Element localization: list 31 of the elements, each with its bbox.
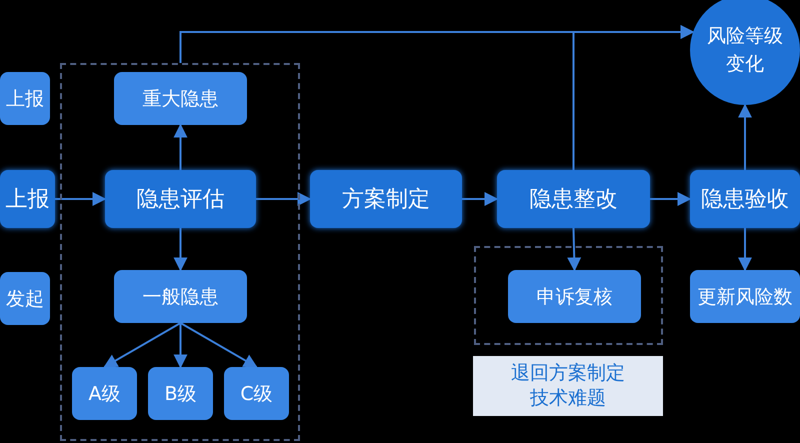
process-box: 一般隐患: [114, 270, 247, 323]
arrow: [55, 192, 106, 206]
process-box: 方案制定: [310, 170, 462, 228]
process-box: 申诉复核: [508, 270, 641, 323]
arrow: [103, 322, 181, 368]
process-box: 发起: [0, 272, 50, 325]
dashed-group-box: [60, 63, 300, 441]
process-box: 更新风险数: [690, 270, 800, 323]
arrow: [650, 192, 692, 206]
arrow: [174, 228, 188, 272]
process-box: A级: [72, 367, 137, 420]
arrow: [567, 228, 582, 272]
dashed-group-box: [474, 246, 663, 345]
process-box: 隐患验收: [690, 170, 800, 228]
arrow: [174, 323, 188, 368]
arrow: [180, 322, 258, 368]
process-box: 上报: [0, 170, 55, 228]
arrow: [572, 25, 694, 170]
process-box: C级: [224, 367, 289, 420]
process-box: 上报: [0, 72, 50, 125]
arrow: [256, 192, 312, 206]
process-box: 重大隐患: [114, 72, 247, 125]
process-box: 隐患整改: [497, 170, 650, 228]
arrow: [462, 192, 498, 206]
note-box: 退回方案制定技术难题: [473, 356, 663, 416]
arrow: [174, 124, 188, 170]
process-box: B级: [148, 367, 213, 420]
result-circle: 风险等级变化: [690, 0, 800, 105]
arrow: [738, 104, 752, 170]
process-box: 隐患评估: [105, 170, 256, 228]
arrow: [738, 228, 752, 272]
